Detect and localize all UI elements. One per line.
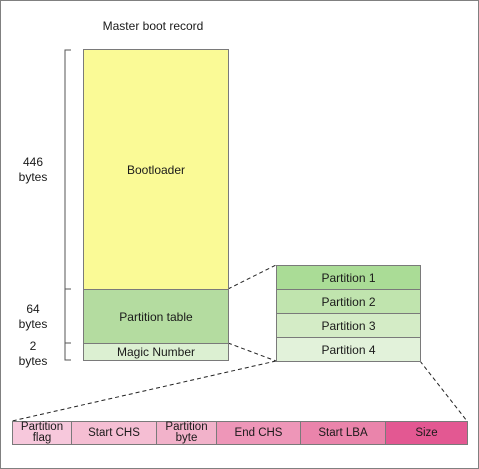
partition-4-label: Partition 4 (321, 342, 376, 357)
table-size-number: 64 (26, 302, 40, 316)
magic-size: 2 bytes (7, 339, 59, 369)
partition-2-label: Partition 2 (321, 294, 376, 309)
magic-number-block: Magic Number (83, 343, 229, 361)
partition-3-label: Partition 3 (321, 318, 376, 333)
magic-bracket (64, 342, 71, 361)
bootloader-bracket (64, 49, 71, 290)
field-partition-flag: Partition flag (12, 421, 72, 445)
magic-number-label: Magic Number (116, 345, 196, 359)
partition-4-block: Partition 4 (276, 337, 421, 362)
table-size: 64 bytes (7, 302, 59, 332)
bootloader-label: Bootloader (126, 162, 186, 177)
field-size: Size (385, 421, 468, 445)
projection-p4-right (419, 360, 468, 422)
table-bracket (64, 288, 71, 344)
partition-table-block: Partition table (83, 289, 229, 344)
field-start-lba-label: Start LBA (318, 426, 368, 439)
projection-lines (11, 264, 468, 422)
field-partition-flag-line-2: flag (32, 432, 52, 444)
field-partition-flag-line-1: Partition (20, 421, 64, 433)
partition-3-block: Partition 3 (276, 313, 421, 338)
bootloader-size: 446 bytes (7, 155, 59, 185)
partition-1-label: Partition 1 (321, 270, 376, 285)
field-size-label: Size (415, 426, 438, 439)
field-start-lba: Start LBA (300, 421, 386, 445)
bootloader-block: Bootloader (83, 49, 229, 290)
partition-1-block: Partition 1 (276, 265, 421, 290)
partition-2-block: Partition 2 (276, 289, 421, 314)
field-end-chs-label: End CHS (234, 426, 283, 439)
partition-table-label: Partition table (119, 309, 193, 324)
field-start-chs-label: Start CHS (88, 426, 140, 439)
field-partition-byte-line-2: byte (175, 432, 198, 444)
field-end-chs: End CHS (216, 421, 301, 445)
table-size-unit: bytes (18, 317, 48, 331)
magic-size-unit: bytes (18, 354, 48, 368)
size-brackets (64, 49, 71, 361)
projection-table-top (227, 264, 277, 290)
field-partition-byte: Partition byte (156, 421, 217, 445)
bootloader-size-unit: bytes (18, 170, 48, 184)
field-start-chs: Start CHS (71, 421, 157, 445)
projection-table-bottom (227, 342, 277, 362)
bootloader-size-number: 446 (22, 155, 44, 169)
projection-p4-left (11, 360, 277, 422)
magic-size-number: 2 (29, 339, 37, 353)
diagram-title: Master boot record (102, 19, 204, 33)
field-partition-byte-line-1: Partition (165, 421, 208, 433)
